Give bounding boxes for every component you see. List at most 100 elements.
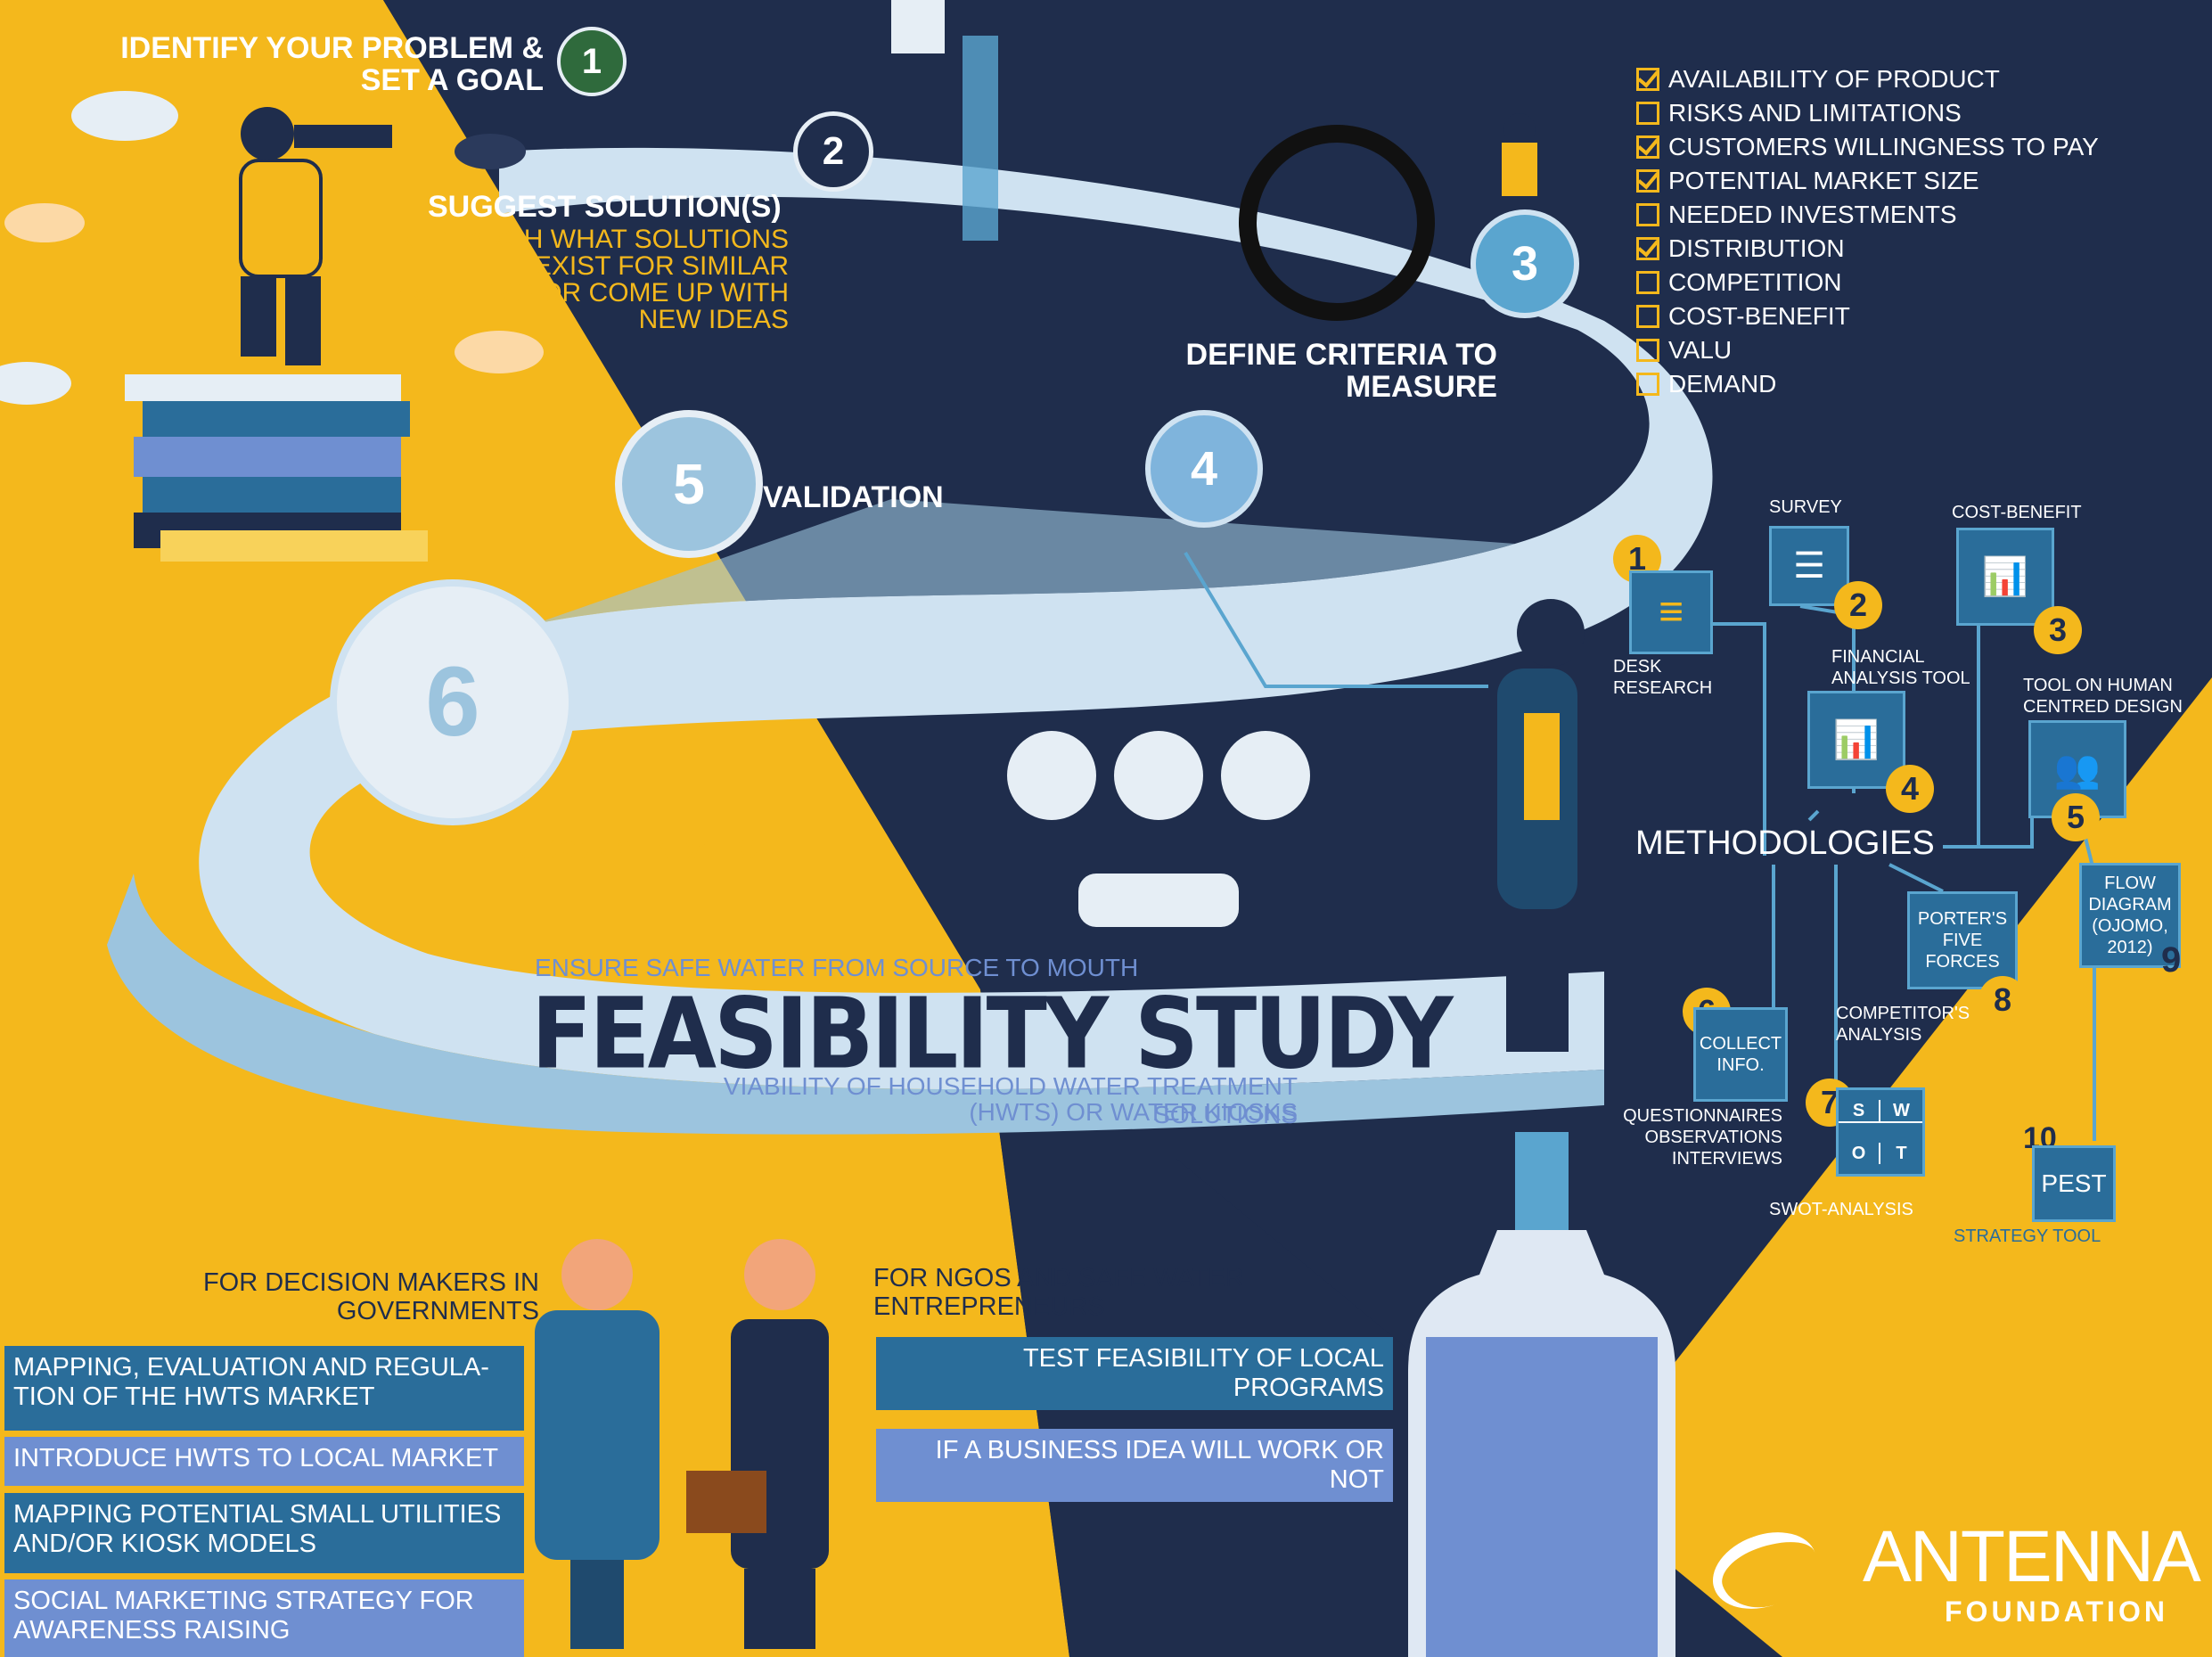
method-2-tile: ☰ [1769,526,1849,606]
pin-4-number: 4 [1190,442,1218,496]
checkbox-checked-icon [1636,237,1659,260]
government-item: INTRODUCE HWTS TO LOCAL MARKET [4,1437,524,1486]
checkbox-empty-icon [1636,339,1659,362]
criteria-label: COMPETITION [1668,268,1842,296]
government-heading-2: GOVERNMENTS [336,1297,539,1325]
method-1-tile: ≡ [1629,570,1713,654]
method-8-badge: 8 [1979,976,2027,1024]
swot-t: T [1896,1144,1907,1163]
pin-1: 1 [557,27,627,96]
logo-name: ANTENNA [1863,1516,2201,1597]
method-4-badge: 4 [1886,765,1934,813]
method-6-extra-2: OBSERVATIONS [1644,1128,1782,1147]
criteria-item: POTENTIAL MARKET SIZE [1636,164,2100,198]
pin-6: 6 [330,579,576,825]
method-3-badge: 3 [2034,606,2082,654]
government-heading-1: FOR DECISION MAKERS IN [202,1268,539,1297]
criteria-label: NEEDED INVESTMENTS [1668,201,1957,228]
pin-1-number: 1 [581,42,602,81]
pin-3-number: 3 [1511,237,1539,291]
criteria-label: CUSTOMERS WILLINGNESS TO PAY [1668,133,2099,160]
government-item: MAPPING POTENTIAL SMALL UTILITIES AND/OR… [4,1493,524,1573]
criteria-checklist: AVAILABILITY OF PRODUCT RISKS AND LIMITA… [1636,62,2100,401]
step-2-title: SUGGEST SOLUTION(S) [428,190,782,224]
step-3-title: DEFINE CRITERIA TO MEASURE [1185,338,1497,404]
step-1-title: IDENTIFY YOUR PROBLEM & SET A GOAL [120,31,544,97]
pin-5: 5 [615,410,763,558]
criteria-item: NEEDED INVESTMENTS [1636,198,2100,232]
criteria-label: DEMAND [1668,370,1777,398]
logo-sub: FOUNDATION [1945,1595,2168,1628]
criteria-label: VALU [1668,336,1733,364]
method-7-label: SWOT-ANALYSIS [1769,1200,1913,1219]
criteria-item: RISKS AND LIMITATIONS [1636,96,2100,130]
criteria-label: AVAILABILITY OF PRODUCT [1668,65,2000,93]
checkbox-empty-icon [1636,203,1659,226]
logo-mark-icon [1701,1518,1828,1623]
method-1-label: DESK RESEARCH [1613,657,1713,698]
pin-6-number: 6 [425,647,480,757]
method-6-extra-1: QUESTIONNAIRES [1623,1106,1782,1126]
ngo-heading-2: ENTREPRENEURS [873,1292,1105,1321]
criteria-item: VALU [1636,333,2100,367]
checkbox-empty-icon [1636,373,1659,396]
checkbox-empty-icon [1636,305,1659,328]
method-5-label: TOOL ON HUMAN CENTRED DESIGN [2023,676,2183,717]
checkbox-checked-icon [1636,135,1659,159]
survey-list-icon: ☰ [1793,546,1825,586]
method-9-tile: FLOW DIAGRAM (OJOMO, 2012) [2079,863,2181,968]
criteria-item: DEMAND [1636,367,2100,401]
criteria-item: COST-BENEFIT [1636,299,2100,333]
step-6-title: RECOMMENDATION [510,833,778,865]
method-5-badge: 5 [2052,793,2100,841]
step-2-detail: RESEARCH WHAT SOLUTIONS EXIST FOR SIMILA… [385,225,789,334]
method-10-extra-label: STRATEGY TOOL [1954,1226,2101,1246]
criteria-label: RISKS AND LIMITATIONS [1668,99,1962,127]
center-subtitle-1: VIABILITY OF HOUSEHOLD WATER TREATMENT S… [723,1072,1298,1128]
chart-magnifier-icon: 📊 [1832,718,1880,760]
books-icon: ≡ [1658,588,1684,636]
method-2-badge: 2 [1834,581,1882,629]
swot-o: O [1839,1143,1880,1164]
ngo-item: TEST FEASIBILITY OF LOCAL PROGRAMS [876,1337,1393,1410]
criteria-item: AVAILABILITY OF PRODUCT [1636,62,2100,96]
criteria-item: CUSTOMERS WILLINGNESS TO PAY [1636,130,2100,164]
criteria-item: COMPETITION [1636,266,2100,299]
ngo-item: IF A BUSINESS IDEA WILL WORK OR NOT [876,1429,1393,1502]
swot-s: S [1839,1100,1880,1123]
pin-2: 2 [793,111,873,192]
people-question-icon: 👥 [2053,748,2101,790]
pin-4: 4 [1145,410,1263,528]
checkbox-empty-icon [1636,102,1659,125]
criteria-item: DISTRIBUTION [1636,232,2100,266]
checkbox-checked-icon [1636,169,1659,193]
method-2-label: SURVEY [1769,497,1842,517]
checkbox-checked-icon [1636,68,1659,91]
method-10-tile: PEST [2032,1145,2116,1222]
criteria-label: DISTRIBUTION [1668,234,1845,262]
chart-magnifier-icon: 📊 [1981,555,2029,597]
method-7-tile: S W O T [1836,1087,1925,1177]
pin-3: 3 [1471,209,1579,318]
method-4-tile: 📊 [1807,691,1905,789]
center-tagline: ENSURE SAFE WATER FROM SOURCE TO MOUTH [535,954,1139,981]
step-5-title: VALIDATION [763,480,944,514]
method-6-extra-3: INTERVIEWS [1671,1149,1782,1169]
antenna-logo: ANTENNA FOUNDATION [1701,1515,2210,1631]
checkbox-empty-icon [1636,271,1659,294]
method-9-number: 9 [2161,940,2182,980]
method-3-tile: 📊 [1956,528,2054,626]
method-3-label: COST-BENEFIT [1952,503,2082,522]
methodologies-title: METHODOLOGIES [1635,824,1935,862]
government-item: MAPPING, EVALUATION AND REGULA-TION OF T… [4,1346,524,1431]
criteria-label: POTENTIAL MARKET SIZE [1668,167,1979,194]
government-item: SOCIAL MARKETING STRATEGY FOR AWARENESS … [4,1579,524,1657]
center-subtitle-2: (HWTS) OR WATER KIOSKS [969,1098,1298,1126]
method-8-tile: PORTER'S FIVE FORCES [1907,891,2018,989]
ngo-heading-1: FOR NGOS AND SAFE WATER [873,1264,1244,1292]
criteria-label: COST-BENEFIT [1668,302,1850,330]
page-title: FEASIBILITY STUDY [531,976,1454,1091]
method-8-extra-label: COMPETITOR'S ANALYSIS [1836,1004,1970,1045]
pin-5-number: 5 [673,452,705,516]
